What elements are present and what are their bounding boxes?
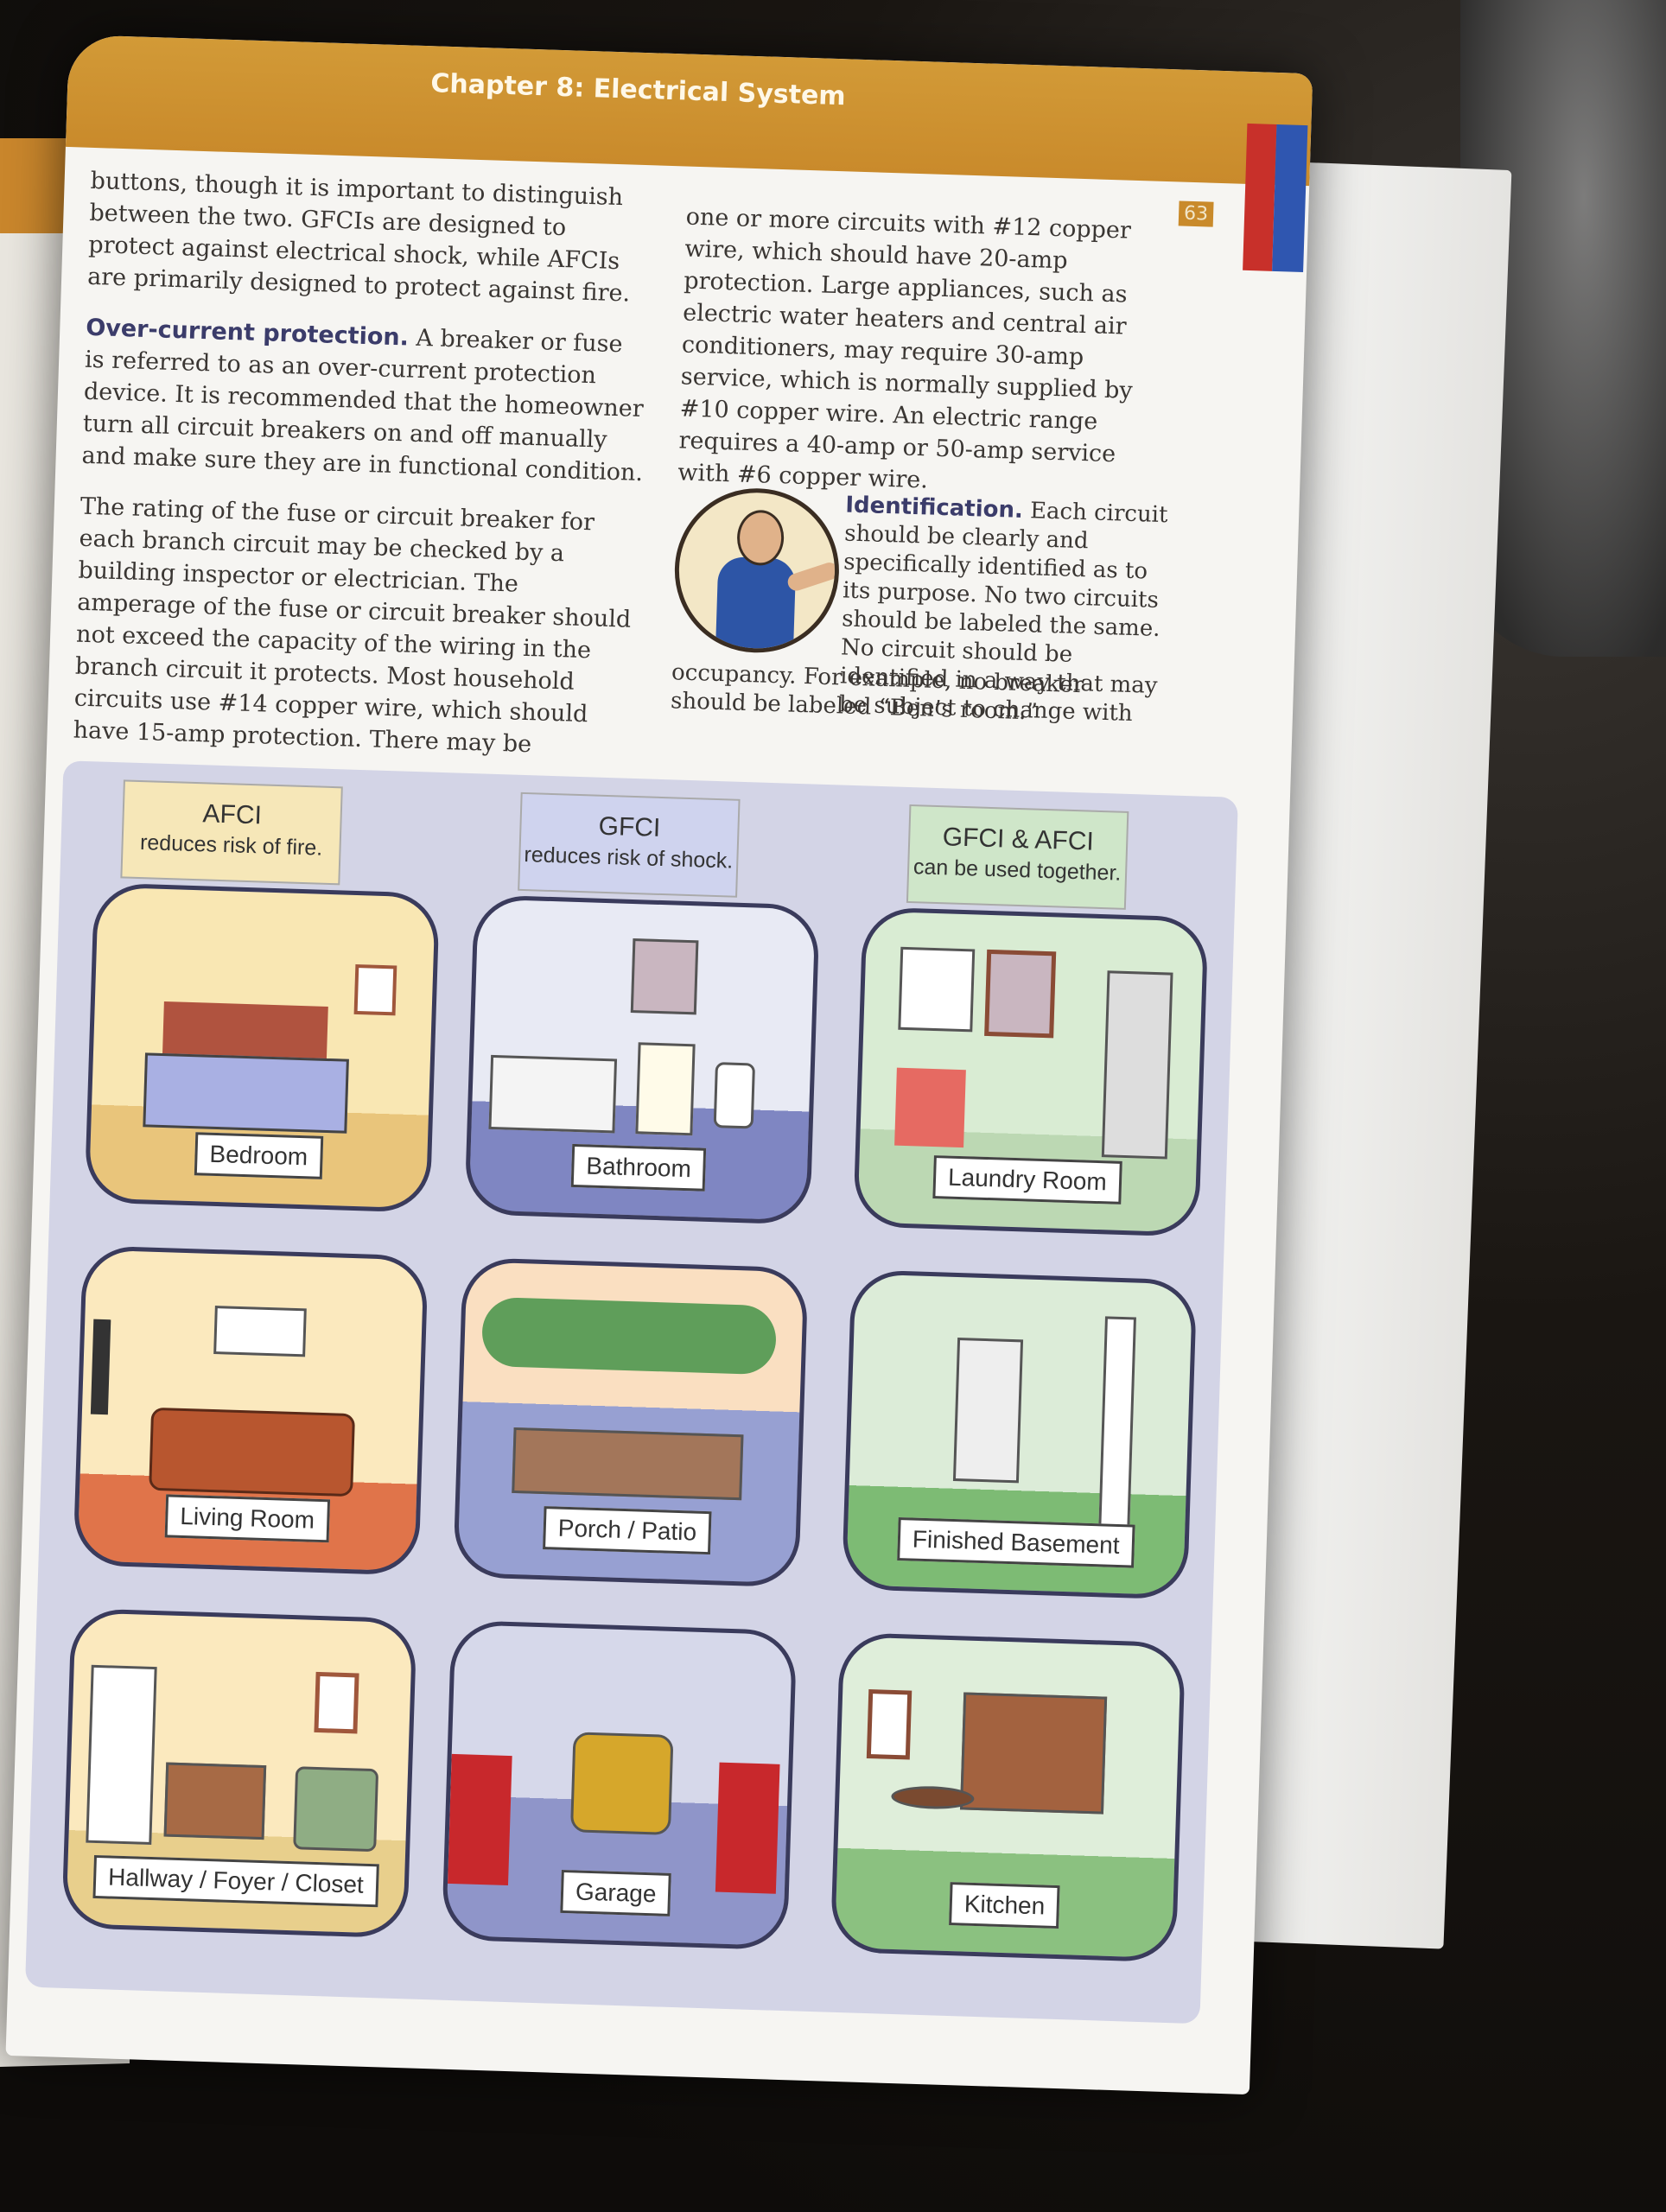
room-hallway: Hallway / Foyer / Closet xyxy=(61,1607,417,1939)
hallway-door xyxy=(86,1664,157,1846)
gfci-subtitle: reduces risk of shock. xyxy=(524,842,734,874)
paragraph: buttons, though it is important to disti… xyxy=(86,167,631,308)
afci-column-header: AFCI reduces risk of fire. xyxy=(120,779,343,886)
afci-gfci-room-illustration: AFCI reduces risk of fire. GFCI reduces … xyxy=(25,760,1238,2024)
bathroom-mirror xyxy=(630,938,699,1015)
both-title: GFCI & AFCI xyxy=(942,823,1095,856)
room-bedroom: Bedroom xyxy=(84,882,440,1213)
patio-furniture xyxy=(512,1427,744,1501)
sofa xyxy=(149,1407,356,1497)
both-subtitle: can be used together. xyxy=(912,855,1122,886)
room-label: Living Room xyxy=(164,1494,330,1543)
room-kitchen: Kitchen xyxy=(830,1631,1186,1963)
console-table xyxy=(163,1762,267,1840)
paragraph: Over-current protection. A breaker or fu… xyxy=(81,312,647,489)
paragraph: one or more circuits with #12 copper wir… xyxy=(677,203,1134,494)
page-edge-tab-blue xyxy=(1272,124,1308,272)
gfci-afci-column-header: GFCI & AFCI can be used together. xyxy=(906,804,1129,910)
room-label: Kitchen xyxy=(949,1882,1060,1929)
toilet xyxy=(713,1062,755,1129)
gfci-column-header: GFCI reduces risk of shock. xyxy=(518,791,741,898)
book-page: Chapter 8: Electrical System 63 buttons,… xyxy=(5,35,1313,2095)
room-label: Garage xyxy=(560,1869,672,1916)
wall-art xyxy=(213,1306,307,1357)
support-column xyxy=(1097,1316,1136,1548)
armchair xyxy=(293,1766,379,1853)
room-laundry: Laundry Room xyxy=(853,906,1209,1237)
identification-callout: Identification. Each circuit should be c… xyxy=(671,486,1196,727)
room-finished-basement: Finished Basement xyxy=(841,1269,1198,1600)
room-bathroom: Bathroom xyxy=(464,894,820,1225)
room-porch-patio: Porch / Patio xyxy=(453,1257,809,1588)
room-living-room: Living Room xyxy=(73,1245,429,1576)
room-label: Bathroom xyxy=(570,1143,707,1192)
laundry-mirror xyxy=(984,949,1057,1039)
room-label: Finished Basement xyxy=(897,1516,1135,1568)
paragraph-lead: Over-current protection. xyxy=(85,314,410,352)
upper-cabinet xyxy=(898,946,976,1033)
washer-dryer-stack xyxy=(1101,970,1173,1160)
avatar-head xyxy=(736,509,785,567)
room-label: Bedroom xyxy=(194,1132,323,1179)
trees xyxy=(480,1296,778,1376)
car xyxy=(569,1732,674,1835)
avatar-shirt xyxy=(715,556,797,654)
paragraph: The rating of the fuse or circuit breake… xyxy=(73,493,632,759)
left-text-column: buttons, though it is important to disti… xyxy=(72,165,652,783)
chapter-title: Chapter 8: Electrical System xyxy=(429,68,847,112)
avatar-pointing-arm xyxy=(785,560,841,594)
room-label: Laundry Room xyxy=(932,1155,1122,1205)
afci-title: AFCI xyxy=(202,799,263,830)
television xyxy=(90,1319,111,1415)
storage-cabinet-right xyxy=(715,1762,780,1894)
sink-cabinet xyxy=(635,1042,696,1136)
bed xyxy=(143,1052,349,1134)
paragraph-lead: Identification. xyxy=(844,492,1024,524)
storage-cabinet-left xyxy=(448,1753,512,1886)
bathtub xyxy=(488,1054,618,1134)
instructor-avatar-illustration xyxy=(671,486,842,656)
page-number: 63 xyxy=(1178,200,1214,227)
right-text-column: one or more circuits with #12 copper wir… xyxy=(677,201,1170,523)
wall-frame xyxy=(314,1671,359,1734)
kitchen-cabinets xyxy=(959,1692,1108,1815)
wall-frame xyxy=(866,1689,912,1760)
room-garage: Garage xyxy=(441,1619,798,1951)
gfci-title: GFCI xyxy=(598,811,661,842)
page-edge-tab-red xyxy=(1243,123,1277,271)
staircase xyxy=(952,1338,1024,1484)
room-label: Porch / Patio xyxy=(543,1506,712,1555)
laundry-curtain xyxy=(894,1067,966,1148)
afci-subtitle: reduces risk of fire. xyxy=(139,830,323,861)
room-label: Hallway / Foyer / Closet xyxy=(92,1854,379,1908)
wall-frame xyxy=(353,963,397,1016)
